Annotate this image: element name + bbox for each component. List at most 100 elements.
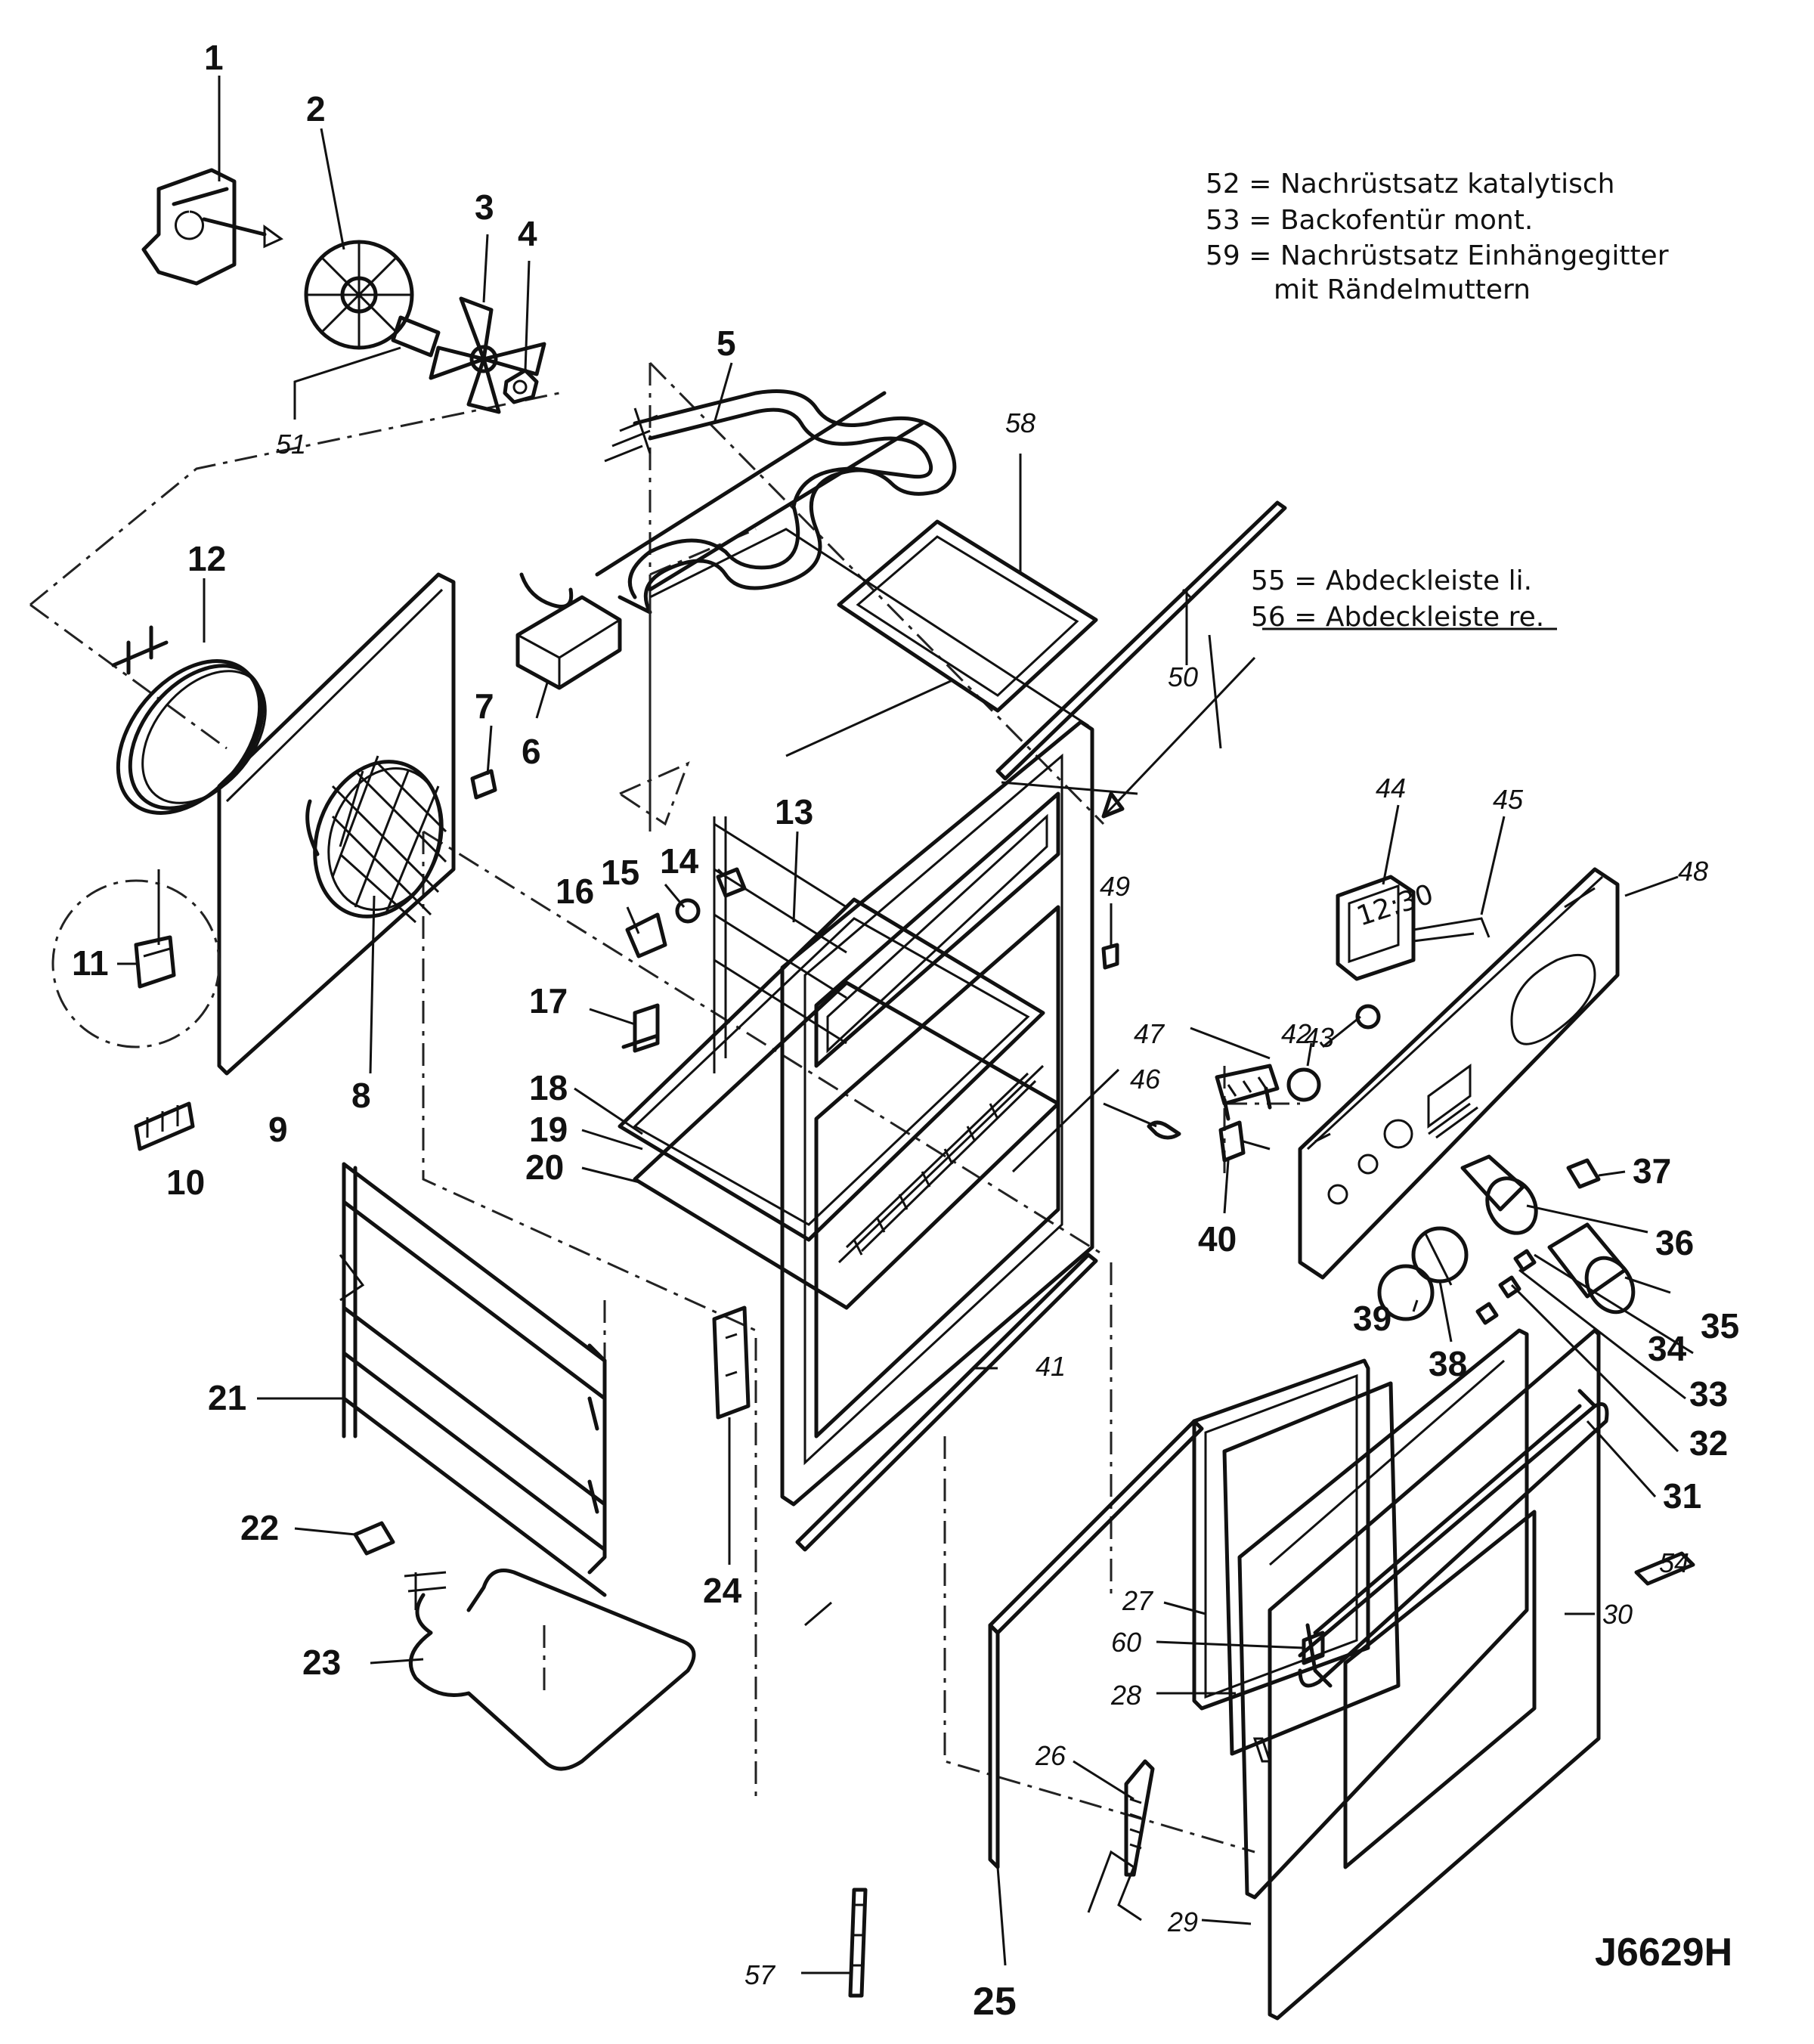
note-55: 55 = Abdeckleiste li.: [1251, 565, 1532, 596]
legend-notes: 52 = Nachrüstsatz katalytisch 53 = Backo…: [1206, 169, 1669, 633]
part-screw-49: [1101, 943, 1119, 970]
label-16: 16: [556, 872, 594, 911]
part-detail-11: [51, 869, 221, 1048]
label-36: 36: [1655, 1223, 1694, 1262]
part-door-inner-panel-29: [1237, 1328, 1529, 1900]
label-20: 20: [525, 1147, 564, 1187]
part-clip-22: [353, 1521, 395, 1556]
label-1: 1: [204, 38, 224, 77]
part-end-cap-54: [1634, 1551, 1695, 1586]
label-19: 19: [529, 1110, 568, 1149]
part-cover-strip-50: [995, 500, 1287, 781]
label-32: 32: [1689, 1423, 1728, 1463]
part-door-glass-inner: [1192, 1358, 1401, 1756]
note-59: 59 = Nachrüstsatz Einhängegitter: [1206, 240, 1669, 271]
label-30: 30: [1602, 1599, 1633, 1630]
label-6: 6: [522, 732, 541, 771]
part-knobs: [1377, 1226, 1469, 1321]
label-14: 14: [660, 841, 699, 881]
label-50: 50: [1168, 661, 1198, 692]
part-front-frame: [780, 720, 1094, 1507]
label-48: 48: [1678, 856, 1708, 887]
label-28: 28: [1110, 1680, 1141, 1711]
label-39: 39: [1353, 1299, 1391, 1338]
label-10: 10: [166, 1163, 205, 1202]
label-38: 38: [1429, 1344, 1467, 1383]
note-52: 52 = Nachrüstsatz katalytisch: [1206, 169, 1614, 200]
label-5: 5: [717, 324, 736, 363]
part-nut-4: [503, 368, 539, 404]
label-47: 47: [1134, 1018, 1165, 1049]
part-shelf-rack-21: [339, 1162, 607, 1597]
note-59-cont: mit Rändelmuttern: [1274, 274, 1531, 305]
part-oven-cavity: [649, 528, 1089, 832]
label-9: 9: [268, 1110, 288, 1149]
label-41: 41: [1035, 1351, 1066, 1382]
part-switch-group: [1103, 1004, 1381, 1140]
drawing-reference: J6629H: [1595, 1931, 1732, 1974]
label-45: 45: [1493, 784, 1524, 815]
part-rear-panel-9: [217, 572, 456, 1076]
label-26: 26: [1035, 1740, 1066, 1771]
label-17: 17: [529, 981, 568, 1020]
label-24: 24: [703, 1571, 742, 1610]
part-bottom-heater-23: [404, 1569, 696, 1771]
label-60: 60: [1111, 1627, 1141, 1658]
part-labels: 1 2 3 4 5 58 51 12 7 6 50 13 14 15 16 17…: [72, 38, 1739, 2024]
part-small-fittings: [617, 761, 747, 1053]
label-21: 21: [208, 1378, 246, 1417]
label-22: 22: [240, 1508, 279, 1547]
label-25: 25: [973, 1980, 1017, 2024]
label-12: 12: [187, 539, 226, 578]
part-strip-57: [848, 1888, 868, 1998]
label-33: 33: [1689, 1374, 1728, 1414]
part-timer-module-44: 12:30: [1336, 875, 1491, 981]
part-door-seal-25: [988, 1419, 1204, 1869]
label-43: 43: [1304, 1022, 1334, 1053]
label-37: 37: [1633, 1151, 1671, 1191]
part-thermostat-6: [515, 572, 622, 690]
part-trays: [618, 897, 1060, 1310]
label-8: 8: [351, 1076, 371, 1115]
part-hinge-26: [1087, 1759, 1155, 1922]
label-4: 4: [518, 214, 537, 253]
label-51: 51: [276, 429, 306, 460]
label-13: 13: [775, 792, 813, 832]
label-46: 46: [1130, 1064, 1161, 1095]
part-handle-bracket-60: [1302, 1631, 1325, 1665]
leader-lines: [117, 76, 1694, 1974]
part-knob-fittings: [1475, 1249, 1537, 1325]
part-side-rack-13: [713, 816, 847, 1073]
label-2: 2: [306, 89, 326, 129]
note-53: 53 = Backofentür mont.: [1206, 205, 1533, 236]
label-54: 54: [1659, 1547, 1689, 1578]
part-sleeve-51: [391, 315, 441, 358]
part-indicator-40: [1218, 1120, 1271, 1163]
label-23: 23: [302, 1643, 341, 1682]
part-outer-door-30: [1268, 1328, 1601, 2021]
label-40: 40: [1198, 1219, 1237, 1259]
part-ring-element-12: [111, 625, 267, 815]
label-15: 15: [601, 853, 639, 892]
pointer-arrow: [1011, 656, 1256, 1173]
part-catalytic-liner-58: [837, 519, 1098, 713]
part-bottom-strip-41: [795, 1253, 1098, 1552]
note-56: 56 = Abdeckleiste re.: [1251, 602, 1544, 633]
part-door-handle-31: [1298, 1389, 1609, 1688]
part-fan-2: [304, 240, 414, 350]
label-31: 31: [1663, 1476, 1701, 1516]
part-fan-wheel-3: [429, 296, 546, 414]
part-clip-7: [470, 769, 497, 800]
label-29: 29: [1167, 1906, 1198, 1937]
label-18: 18: [529, 1068, 568, 1107]
label-57: 57: [744, 1959, 776, 1990]
part-fan-guard-8: [305, 755, 447, 924]
label-58: 58: [1005, 407, 1035, 438]
part-control-panel-48: [1298, 867, 1620, 1280]
label-7: 7: [475, 686, 494, 726]
part-motor: [141, 168, 283, 286]
label-27: 27: [1122, 1585, 1154, 1616]
part-hinge-bracket-24: [712, 1305, 751, 1420]
